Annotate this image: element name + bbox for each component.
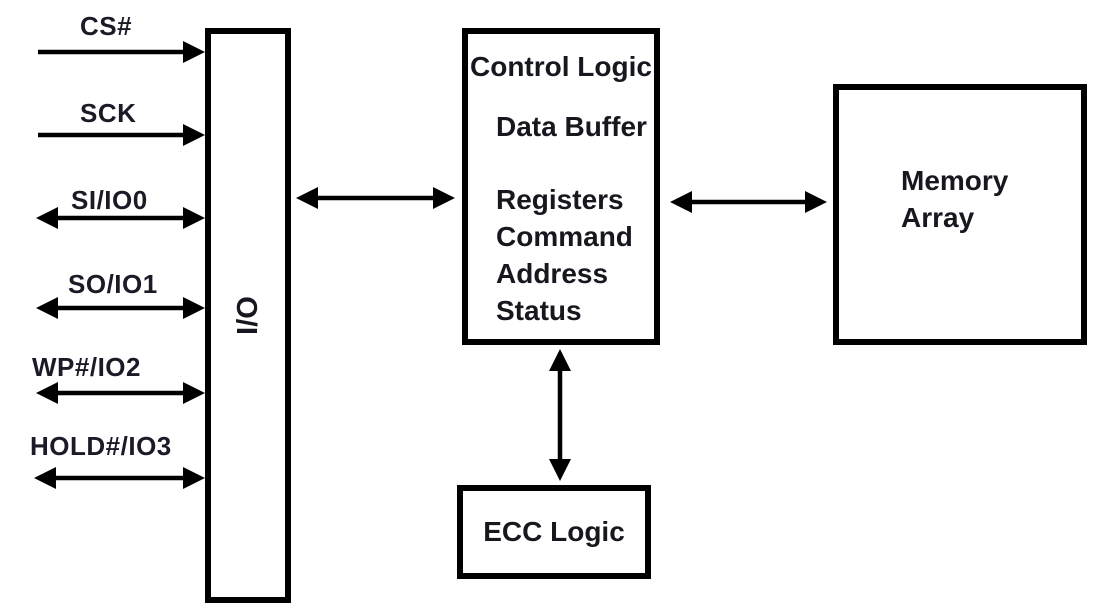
signal-label-sck: SCK bbox=[80, 98, 137, 128]
memory-array-label: Memory Array bbox=[901, 165, 1009, 233]
signal-arrow-sck bbox=[38, 124, 205, 146]
signal-arrow-wp-io2 bbox=[36, 382, 205, 404]
signal-label-cs: CS# bbox=[80, 11, 133, 41]
ecc-logic-block: ECC Logic bbox=[457, 485, 651, 579]
signal-arrow-so-io1 bbox=[36, 297, 205, 319]
control-logic-block: Control Logic Data Buffer Registers Comm… bbox=[462, 28, 660, 345]
io-block: I/O bbox=[205, 28, 291, 603]
control-logic-data-buffer: Data Buffer bbox=[496, 111, 647, 142]
control-logic-status: Status bbox=[496, 295, 582, 326]
memory-array-block: Memory Array bbox=[833, 84, 1087, 345]
arrow-control-memory bbox=[670, 191, 827, 213]
signal-arrow-si-io0 bbox=[36, 207, 205, 229]
signal-arrow-hold-io3 bbox=[34, 467, 205, 489]
ecc-logic-label: ECC Logic bbox=[483, 516, 625, 547]
control-logic-command: Command bbox=[496, 221, 633, 252]
signal-label-wp-io2: WP#/IO2 bbox=[32, 352, 141, 382]
io-block-label: I/O bbox=[231, 296, 264, 335]
control-logic-registers: Registers bbox=[496, 184, 624, 215]
signal-label-so-io1: SO/IO1 bbox=[68, 269, 158, 299]
signal-label-hold-io3: HOLD#/IO3 bbox=[30, 431, 172, 461]
control-logic-title: Control Logic bbox=[470, 51, 652, 82]
arrow-control-ecc bbox=[549, 349, 571, 481]
control-logic-address: Address bbox=[496, 258, 609, 289]
signal-arrow-cs bbox=[38, 41, 205, 63]
arrow-io-control bbox=[296, 187, 455, 209]
signal-label-si-io0: SI/IO0 bbox=[71, 185, 148, 215]
